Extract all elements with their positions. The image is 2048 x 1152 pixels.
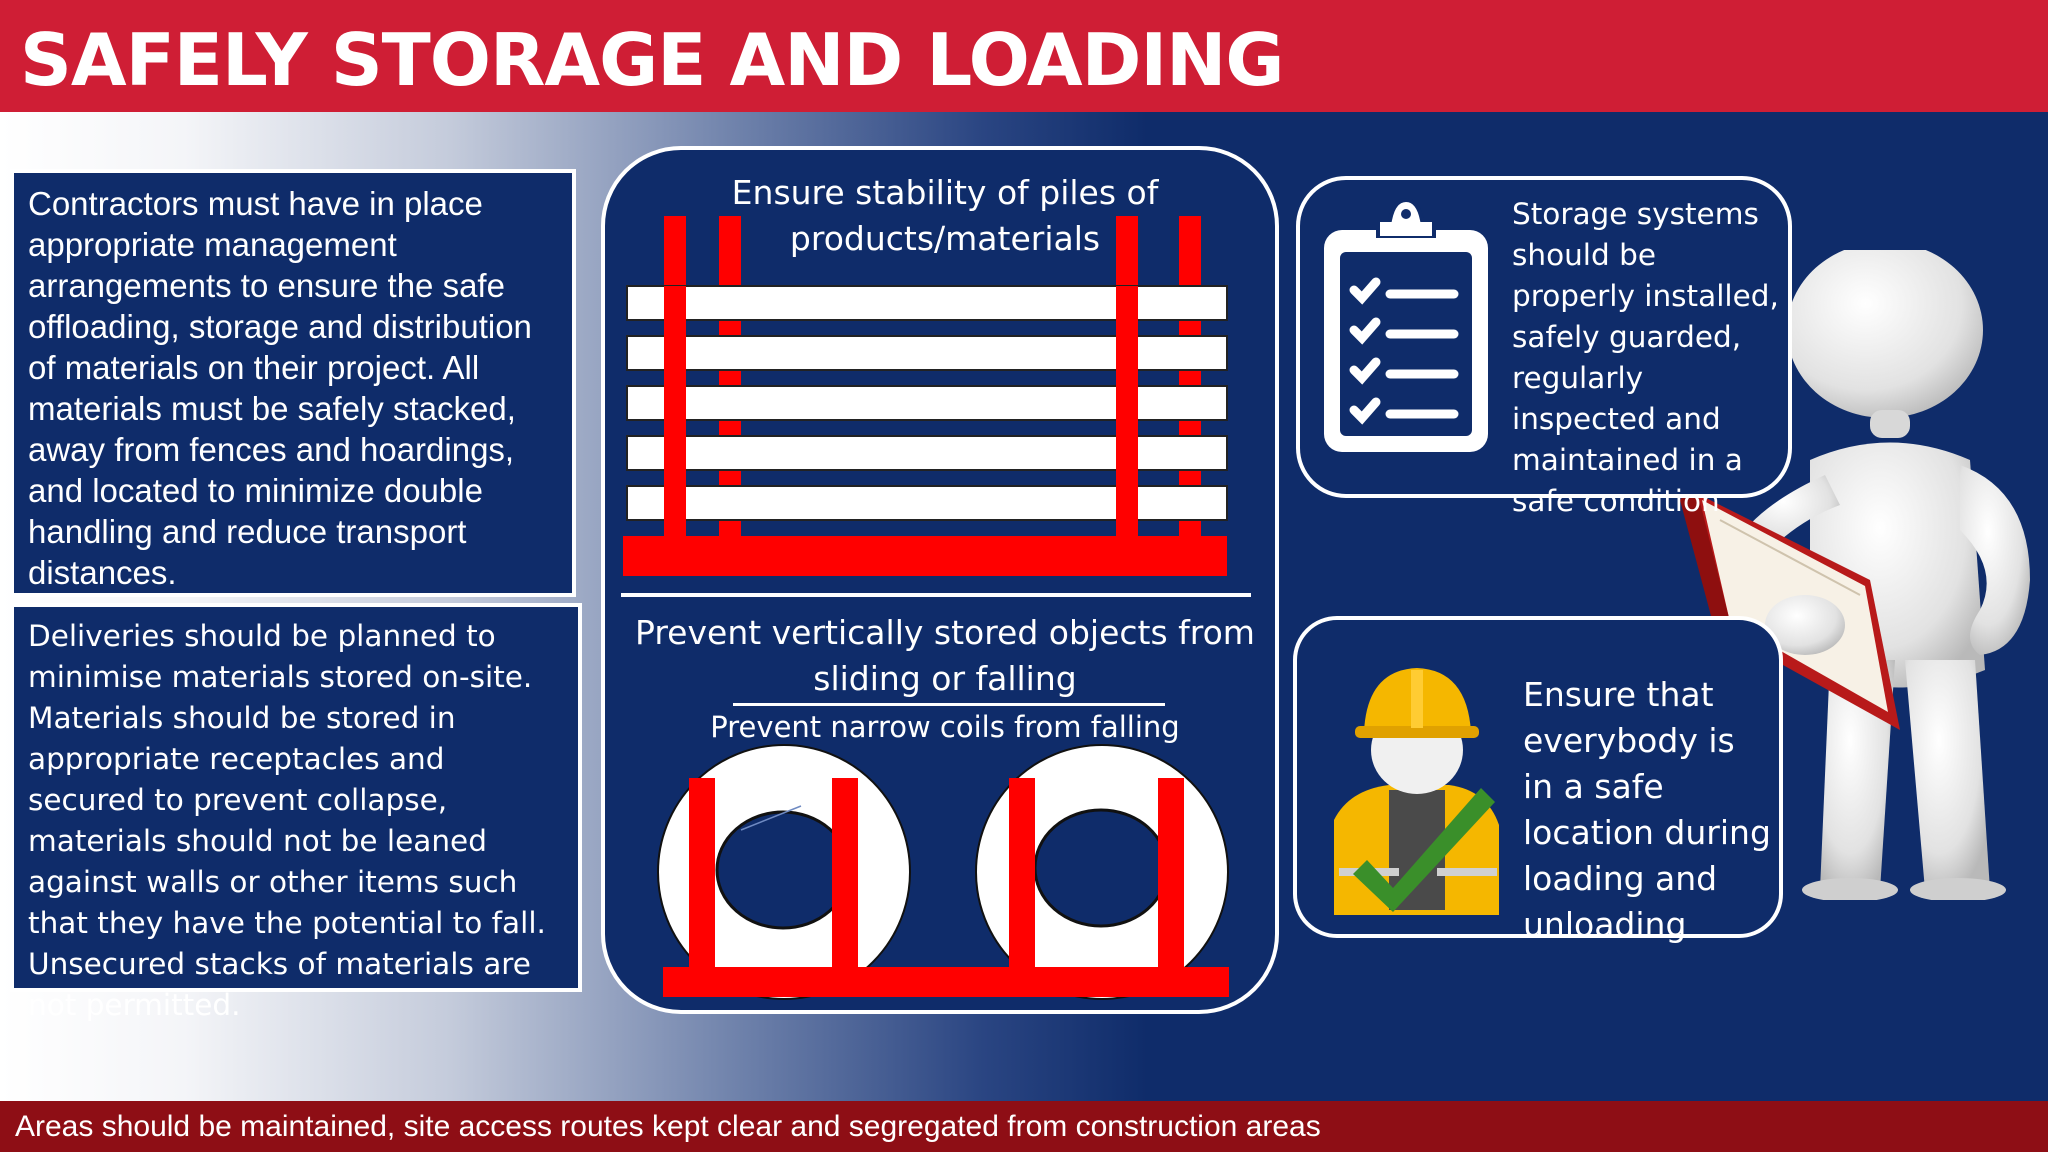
header-bar: SAFELY STORAGE AND LOADING <box>0 0 2048 112</box>
coil-post <box>832 778 858 978</box>
vertical-objects-heading: Prevent vertically stored objects from s… <box>635 613 1255 698</box>
safe-location-text: Ensure that everybody is in a safe locat… <box>1523 675 1771 944</box>
coil-hole <box>1033 808 1169 928</box>
page-title: SAFELY STORAGE AND LOADING <box>20 18 1285 102</box>
sub-divider <box>733 703 1165 706</box>
rack-post-front <box>1116 286 1138 566</box>
panel-divider <box>621 593 1251 597</box>
clipboard-checklist-icon <box>1324 198 1488 452</box>
coil-hole <box>715 810 851 930</box>
footer-text: Areas should be maintained, site access … <box>15 1110 1321 1143</box>
coil-post <box>1009 778 1035 978</box>
storage-systems-text: Storage systems should be properly insta… <box>1512 197 1779 518</box>
rack-base <box>623 536 1227 576</box>
coil-post <box>689 778 715 978</box>
storage-systems-panel: Storage systems should be properly insta… <box>1296 176 1792 518</box>
figure-reading-book-icon <box>1680 250 2030 900</box>
coils-heading: Prevent narrow coils from falling <box>710 710 1180 744</box>
footer-bar: Areas should be maintained, site access … <box>0 1101 2048 1152</box>
deliveries-text-box: Deliveries should be planned to minimise… <box>10 603 582 1022</box>
management-text: Contractors must have in place appropria… <box>28 185 532 591</box>
storage-diagram-panel: Ensure stability of piles of products/ma… <box>601 146 1279 1014</box>
worker-with-checkmark-icon <box>1334 668 1499 915</box>
management-text-box: Contractors must have in place appropria… <box>10 169 576 597</box>
stability-heading: Ensure stability of piles of products/ma… <box>731 173 1159 258</box>
coil-base <box>663 967 1229 997</box>
deliveries-text: Deliveries should be planned to minimise… <box>28 619 546 1022</box>
stacked-materials-illustration <box>623 216 1229 1000</box>
rack-post-front <box>664 286 686 566</box>
safe-location-panel: Ensure that everybody is in a safe locat… <box>1293 616 1783 944</box>
coil-post <box>1158 778 1184 978</box>
